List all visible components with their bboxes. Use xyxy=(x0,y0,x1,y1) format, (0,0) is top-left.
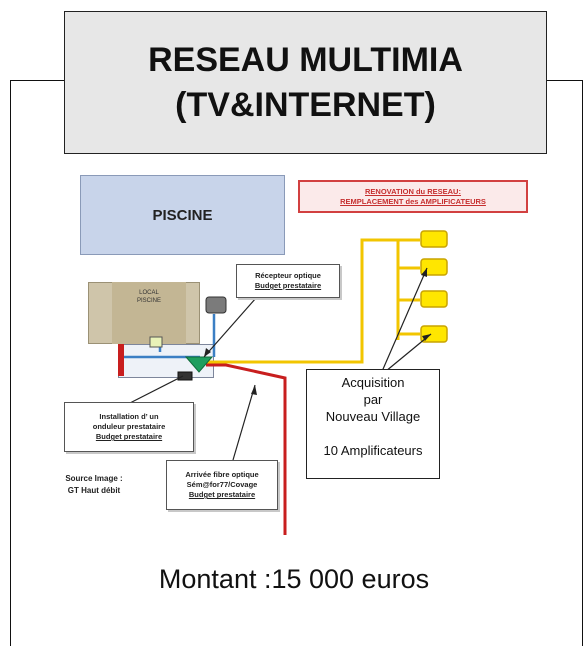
local-piscine-room xyxy=(112,282,186,344)
arrowhead-fibre xyxy=(251,385,257,395)
source-label-line-2: GT Haut débit xyxy=(67,486,121,495)
pointer-recepteur xyxy=(203,297,257,358)
title-line-2: (TV&INTERNET) xyxy=(175,85,436,124)
amplifier-1 xyxy=(420,230,448,248)
fibre-callout-line-2: Sém@for77/Covage xyxy=(186,479,258,489)
amplifier-2 xyxy=(420,258,448,276)
pointer-onduleur xyxy=(127,375,184,405)
title-line-1: RESEAU MULTIMIA xyxy=(148,41,463,80)
recepteur-callout-line-1: Récepteur optique xyxy=(255,270,321,280)
local-equipment-box xyxy=(149,336,163,348)
optical-receiver-device xyxy=(205,296,227,314)
frame-left-line xyxy=(10,80,11,646)
onduleur-callout-line-2: onduleur prestataire xyxy=(92,421,166,431)
acquisition-line-4: 10 Amplificateurs xyxy=(323,443,423,458)
local-piscine-label-line-2: PISCINE xyxy=(136,298,161,305)
fibre-callout-line-3: Budget prestataire xyxy=(188,490,256,500)
recepteur-callout: Récepteur optique Budget prestataire xyxy=(236,264,340,298)
local-piscine-label-line-1: LOCAL xyxy=(139,290,159,296)
acquisition-line-3: Nouveau Village xyxy=(325,409,421,424)
renovation-banner: RENOVATION du RESEAU: REMPLACEMENT des A… xyxy=(298,180,528,213)
source-label-line-1: Source Image : xyxy=(65,474,123,483)
recepteur-callout-line-2: Budget prestataire xyxy=(254,281,322,290)
source-label: Source Image : GT Haut débit xyxy=(48,473,140,497)
piscine-label: PISCINE xyxy=(152,206,213,224)
local-piscine-label: LOCAL PISCINE xyxy=(112,289,186,305)
blue-cables xyxy=(122,314,216,359)
arrowhead-amp-2 xyxy=(422,334,431,341)
red-fibre-cable xyxy=(206,363,287,535)
acquisition-box: Acquisition par Nouveau Village 10 Ampli… xyxy=(306,369,440,479)
pointer-fibre xyxy=(232,384,256,461)
fibre-callout: Arrivée fibre optique Sém@for77/Covage B… xyxy=(166,460,278,510)
yellow-cable-main xyxy=(206,238,398,364)
optical-node-triangle xyxy=(184,356,214,373)
pointer-arrows xyxy=(127,267,432,461)
acquisition-line-2: par xyxy=(363,392,383,407)
onduleur-callout-line-3: Budget prestataire xyxy=(95,432,163,442)
piscine-building: PISCINE xyxy=(80,175,285,255)
pointer-arrowheads xyxy=(204,268,431,395)
onduleur-callout-line-1: Installation d’ un xyxy=(99,411,159,421)
yellow-cable-network xyxy=(206,238,420,364)
amplifiers xyxy=(420,230,448,343)
arrowhead-amp-1 xyxy=(421,268,427,277)
acquisition-line-1: Acquisition xyxy=(341,375,405,390)
title-box: RESEAU MULTIMIA (TV&INTERNET) xyxy=(64,11,547,154)
renovation-banner-line-2: REMPLACEMENT des AMPLIFICATEURS xyxy=(340,196,486,206)
fibre-callout-line-1: Arrivée fibre optique xyxy=(185,469,259,479)
amplifier-3 xyxy=(420,290,448,308)
renovation-banner-line-1: RENOVATION du RESEAU: xyxy=(365,186,461,196)
onduleur-callout: Installation d’ un onduleur prestataire … xyxy=(64,402,194,452)
pointer-amp-1 xyxy=(379,267,428,377)
onduleur-device xyxy=(177,371,193,381)
arrowhead-recepteur xyxy=(204,348,211,357)
montant-text: Montant :15 000 euros xyxy=(158,564,430,594)
red-pole xyxy=(118,344,124,376)
frame-right-line xyxy=(582,80,583,646)
